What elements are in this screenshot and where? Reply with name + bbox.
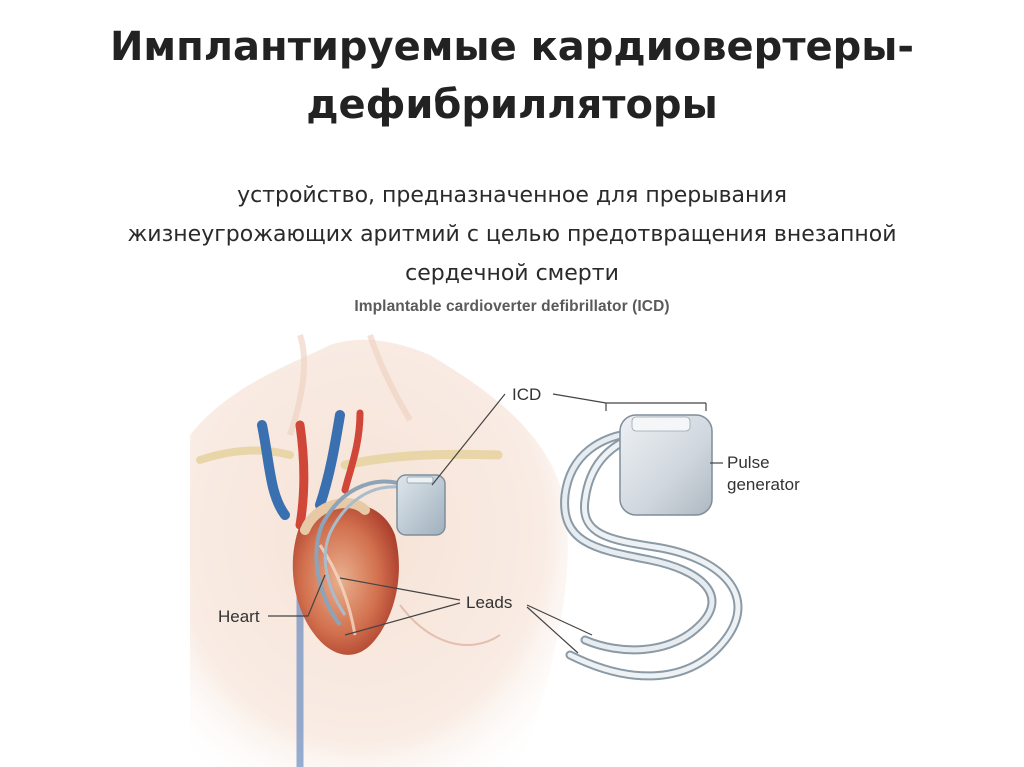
label-icd: ICD xyxy=(512,385,542,404)
label-leads: Leads xyxy=(466,593,513,612)
label-heart: Heart xyxy=(218,607,260,626)
definition-line-2: жизнеугрожающих аритмий с целью предотвр… xyxy=(127,222,897,247)
implanted-icd-device xyxy=(396,474,446,536)
icd-diagram-graphic xyxy=(190,334,743,767)
icd-illustration: Implantable cardioverter defibrillator (… xyxy=(0,295,1024,767)
definition-text: устройство, предназначенное для прерыван… xyxy=(0,176,1024,293)
leader-lines xyxy=(268,393,723,654)
slide-title-line-2: дефибрилляторы xyxy=(306,82,718,128)
figure-caption: Implantable cardioverter defibrillator (… xyxy=(354,298,670,315)
slide-title-line-1: Имплантируемые кардиовертеры- xyxy=(109,24,915,70)
definition-line-3: сердечной смерти xyxy=(405,261,619,286)
implanted-lead xyxy=(314,479,399,627)
definition-line-1: устройство, предназначенное для прерыван… xyxy=(237,183,787,208)
slide-title: Имплантируемые кардиовертеры- дефибрилля… xyxy=(0,18,1024,134)
label-pulse-line-1: Pulse xyxy=(727,453,770,472)
label-pulse-line-2: generator xyxy=(727,475,800,494)
pulse-generator-device xyxy=(560,414,743,681)
